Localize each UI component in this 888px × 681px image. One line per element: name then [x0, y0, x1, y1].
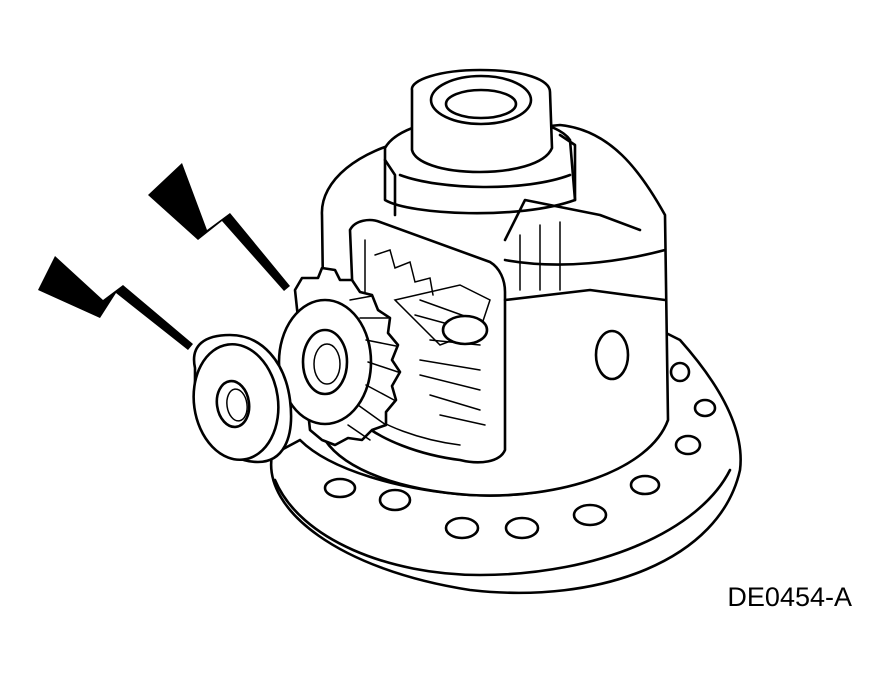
arrow-upper: [148, 163, 290, 291]
thrust-washer-icon: [192, 333, 293, 464]
pointer-arrow-icon: [38, 163, 290, 350]
arrow-lower: [38, 256, 193, 350]
pinion-gear-icon: [277, 266, 402, 447]
figure-id-label: DE0454-A: [727, 582, 852, 612]
washer-face: [192, 342, 280, 462]
gear-face: [277, 298, 373, 426]
case-flange-edge: [273, 468, 732, 577]
differential-case-icon: [269, 68, 742, 595]
flange-bolt-holes: [323, 361, 717, 540]
case-window: [348, 218, 507, 464]
